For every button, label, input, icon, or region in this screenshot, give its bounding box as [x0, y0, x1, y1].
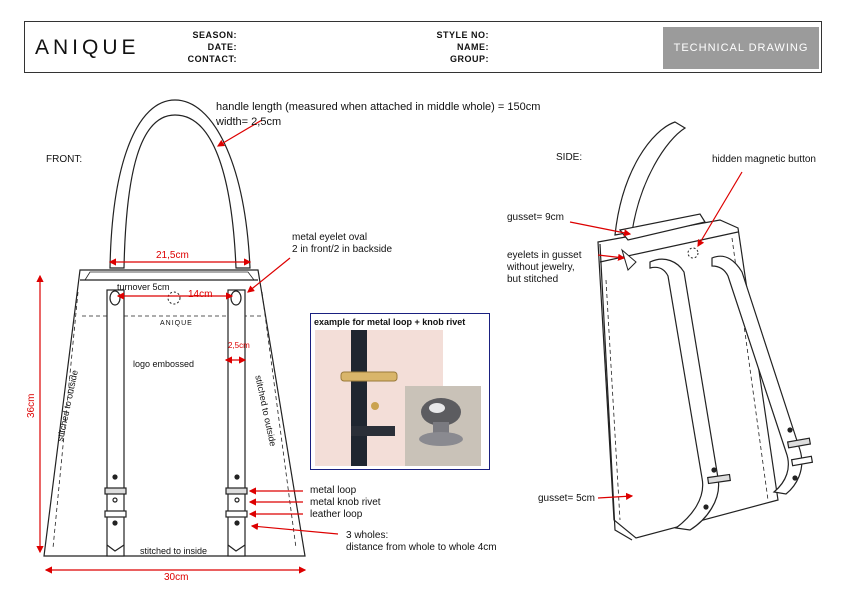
example-photo-title: example for metal loop + knob rivet	[314, 317, 466, 327]
eyelet-note-2: 2 in front/2 in backside	[292, 244, 393, 255]
handle-length-note: handle length (measured when attached in…	[216, 101, 541, 113]
style-no-label: STYLE NO:	[436, 30, 489, 40]
side-dimensions	[569, 171, 743, 500]
wholes-note-2: distance from whole to whole 4cm	[346, 542, 497, 553]
eyelet-note-1: metal eyelet oval	[292, 232, 368, 243]
leather-loop-label: leather loop	[310, 509, 363, 520]
logo-embossed-label: logo embossed	[133, 359, 195, 369]
side-view-label: SIDE:	[556, 152, 583, 163]
date-label: DATE:	[207, 42, 237, 52]
bottom-width-label: 30cm	[164, 572, 189, 583]
front-strap-left	[104, 289, 127, 557]
season-label: SEASON:	[192, 30, 237, 40]
small-logo: ANIQUE	[160, 320, 193, 327]
magnet-circle-side	[687, 247, 699, 259]
front-view-label: FRONT:	[46, 154, 83, 165]
gusset-top-label: gusset= 9cm	[507, 212, 564, 223]
front-strap-right	[225, 289, 248, 557]
side-handle-back	[711, 255, 814, 495]
stitched-inside-label: stitched to inside	[140, 546, 208, 556]
brand-logo: ANIQUE	[35, 36, 140, 59]
height-label: 36cm	[26, 393, 37, 418]
contact-label: CONTACT:	[187, 54, 237, 64]
title-block: ANIQUE SEASON: DATE: CONTACT: STYLE NO: …	[24, 21, 822, 73]
front-dimensions	[36, 119, 339, 574]
name-label: NAME:	[457, 42, 489, 52]
metal-loop-label: metal loop	[310, 485, 357, 496]
example-photo	[315, 330, 481, 466]
top-width-label: 21,5cm	[156, 250, 189, 261]
group-label: GROUP:	[450, 54, 489, 64]
inner-width-label: 14cm	[188, 289, 213, 300]
example-photo-frame: example for metal loop + knob rivet	[310, 313, 490, 470]
strap-width-label: 2,5cm	[228, 341, 250, 350]
side-handle-front	[649, 258, 731, 531]
gusset-bottom-label: gusset= 5cm	[538, 493, 595, 504]
eyelets-note-1: eyelets in gusset	[507, 250, 582, 261]
technical-drawing-box: TECHNICAL DRAWING	[663, 27, 819, 69]
metal-knob-label: metal knob rivet	[310, 497, 381, 508]
front-handle	[109, 99, 251, 269]
wholes-note-1: 3 wholes:	[346, 530, 389, 541]
eyelets-note-2: without jewelry,	[507, 262, 575, 273]
handle-width-note: width= 2,5cm	[216, 116, 282, 128]
turnover-label: turnover 5cm	[117, 282, 170, 292]
magnetic-button-label: hidden magnetic button	[712, 154, 816, 165]
eyelets-note-3: but stitched	[507, 274, 559, 285]
